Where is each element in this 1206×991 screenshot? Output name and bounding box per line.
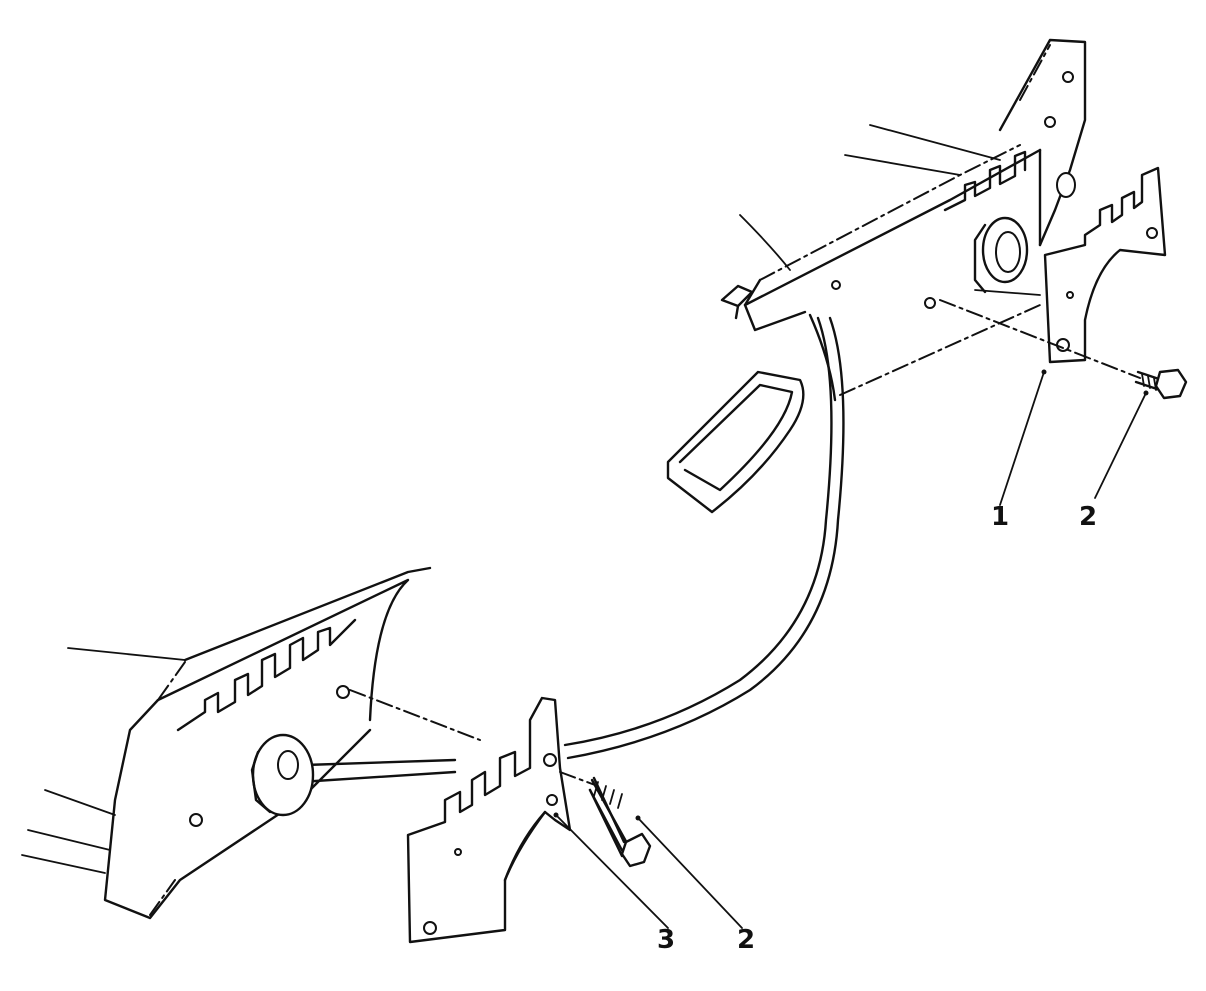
callout-label-lower-bracket: 3: [657, 925, 675, 955]
upper-bolt-part-2: [939, 299, 1188, 400]
adjustment-rod: [298, 316, 845, 784]
rubber-pad: [666, 370, 805, 514]
mount-hole: [1056, 172, 1076, 198]
lower-bolt-part-2: [559, 771, 652, 868]
callout-label-lower-bolt: 2: [737, 925, 755, 955]
lower-bracket-part-3: [349, 689, 572, 944]
mount-hole: [1044, 116, 1056, 128]
upper-bracket-part-1: [1043, 166, 1167, 364]
callout-leaders: [553, 369, 1149, 929]
callout-label-upper-bracket: 1: [991, 502, 1009, 532]
lower-frame-assembly: [21, 566, 432, 920]
upper-frame-assembly: [720, 38, 1087, 402]
mount-hole: [1062, 71, 1074, 83]
callout-label-upper-bolt: 2: [1079, 502, 1097, 532]
